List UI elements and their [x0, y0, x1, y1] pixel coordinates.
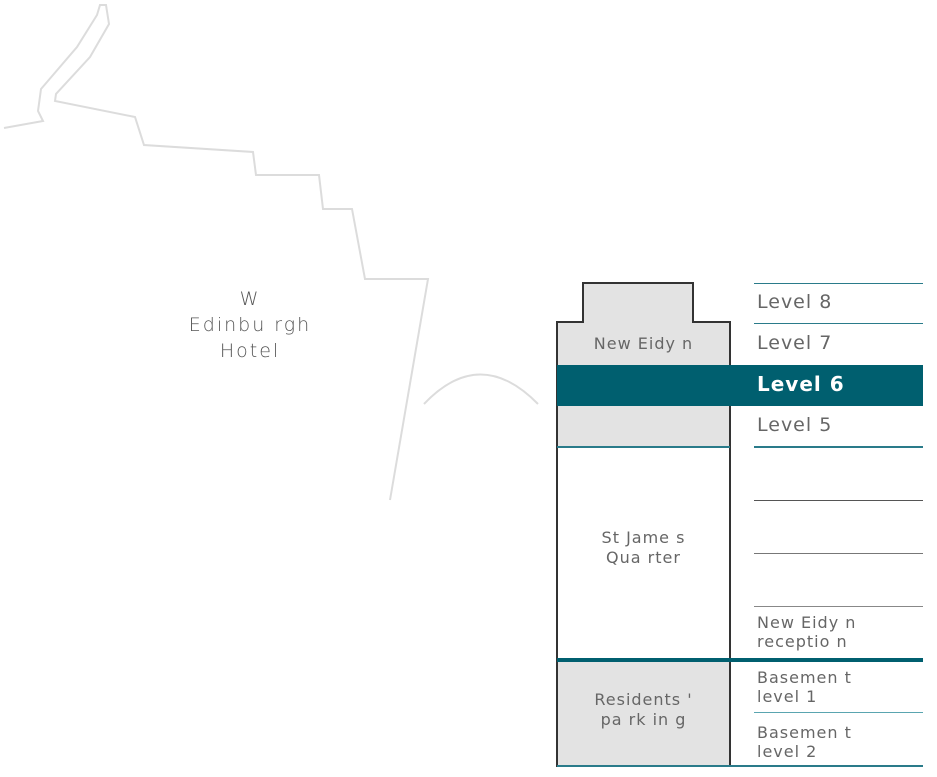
- reception-label-line: receptio n: [757, 632, 848, 651]
- level-3-item[interactable]: [754, 508, 923, 552]
- hotel-label: W Edinbu rgh Hotel: [160, 286, 340, 364]
- level-divider: [754, 283, 923, 284]
- hotel-label-line: Edinbu rgh: [188, 314, 312, 336]
- hotel-label-line: W: [239, 288, 261, 310]
- lower-block-label: Residents ' pa rk in g: [557, 690, 730, 730]
- building-lower-block: [556, 659, 731, 767]
- basement-2-label-line: level 2: [757, 742, 818, 761]
- basement-2-item[interactable]: Basemen t level 2: [754, 723, 923, 761]
- lower-block-label-line: Residents ': [594, 690, 693, 709]
- level-divider: [754, 553, 923, 554]
- level-2-item[interactable]: [754, 561, 923, 605]
- lower-block-label-line: pa rk in g: [600, 710, 687, 729]
- level-divider: [754, 606, 923, 607]
- middle-block-label-line: St Jame s: [601, 528, 686, 547]
- level-5-item[interactable]: Level 5: [757, 414, 833, 436]
- reception-item[interactable]: New Eidy n receptio n: [754, 613, 923, 651]
- basement-1-label-line: level 1: [757, 687, 818, 706]
- building-middle-block: [556, 446, 731, 661]
- level-8-item[interactable]: Level 8: [757, 291, 833, 313]
- upper-block-label: New Eidy n: [593, 334, 694, 353]
- level-divider: [754, 446, 923, 448]
- active-level-highlight[interactable]: [557, 365, 923, 406]
- basement-1-item[interactable]: Basemen t level 1: [754, 668, 923, 706]
- arc-outline: [423, 373, 539, 405]
- middle-block-label: St Jame s Qua rter: [557, 528, 730, 568]
- reception-label-line: New Eidy n: [757, 613, 857, 632]
- street-outline: [3, 4, 430, 501]
- hotel-label-line: Hotel: [219, 340, 281, 362]
- level-divider: [754, 500, 923, 501]
- basement-2-label-line: Basemen t: [757, 723, 852, 742]
- level-divider: [754, 323, 923, 324]
- level-6-item[interactable]: Level 6: [757, 372, 845, 396]
- level-7-item[interactable]: Level 7: [757, 332, 833, 354]
- level-divider: [754, 712, 923, 713]
- basement-1-label-line: Basemen t: [757, 668, 852, 687]
- middle-block-label-line: Qua rter: [606, 548, 681, 567]
- level-4-item[interactable]: [754, 455, 923, 499]
